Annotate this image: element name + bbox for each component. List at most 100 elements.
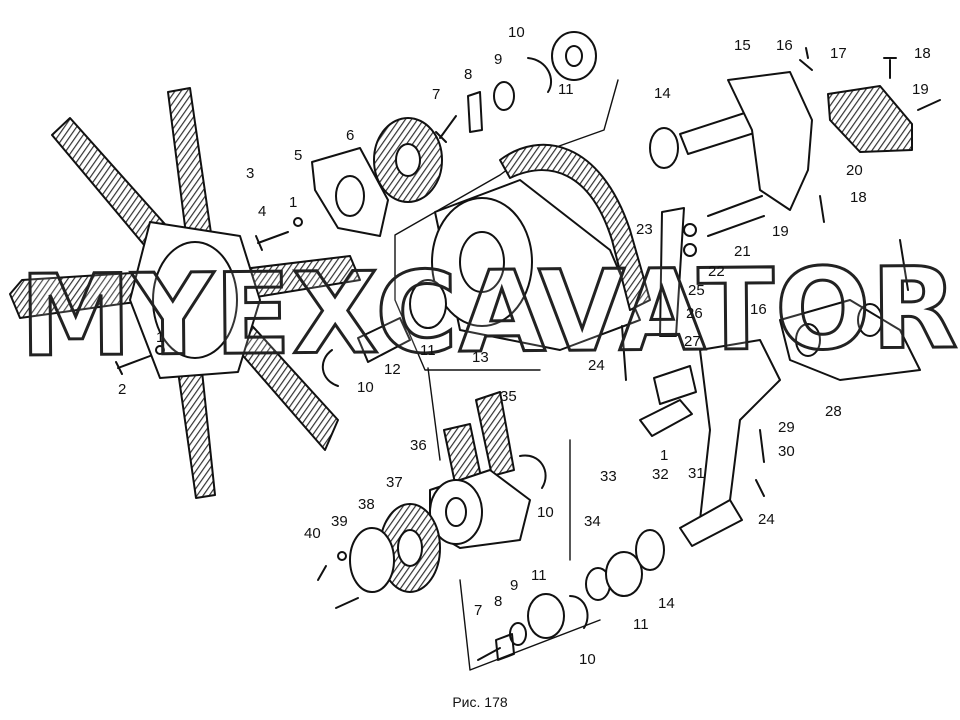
hub-flange-5-boss [335, 175, 365, 217]
callout-22: 22 [708, 263, 725, 280]
lower-left-parts [317, 503, 441, 609]
callout-13: 13 [472, 349, 489, 366]
washer-1-top [293, 217, 303, 227]
bolt-21a [707, 195, 763, 217]
bushing-33 [639, 399, 693, 437]
bracket-28 [779, 299, 921, 381]
pulley-36-hub [429, 479, 483, 545]
hub-flange-parts [311, 31, 597, 237]
callout-26: 26 [686, 305, 703, 322]
bracket-outline-bottom [459, 579, 601, 671]
bolt-19-top [917, 99, 941, 111]
lever-29 [699, 339, 781, 521]
upper-right-parts [649, 47, 941, 211]
callout-14: 14 [658, 595, 675, 612]
fan-bolts [115, 217, 303, 375]
bearing-11-bottom [527, 593, 565, 639]
bolt-4 [255, 231, 289, 251]
callout-11: 11 [420, 342, 436, 359]
seal-14-top [649, 127, 679, 169]
bearing-11-top-inner [565, 45, 583, 67]
callout-12: 12 [384, 361, 401, 378]
callout-25: 25 [688, 282, 705, 299]
pulley-36-bore [445, 497, 467, 527]
bolt-18-mid [819, 195, 825, 223]
shaft-29 [679, 499, 743, 547]
bolt-2 [115, 355, 151, 375]
hub-flange-5 [311, 147, 389, 237]
pulley-flange-bore [459, 231, 505, 293]
bracket-outline-lower [427, 367, 571, 561]
callout-21: 21 [734, 243, 751, 260]
bolt-21b [707, 215, 765, 237]
callout-23: 23 [636, 221, 653, 238]
bearing-11-right [605, 551, 643, 597]
bracket-outline-top [394, 79, 619, 371]
callout-8: 8 [464, 66, 473, 83]
callout-8: 8 [494, 593, 503, 610]
callout-16: 16 [750, 301, 767, 318]
callout-5: 5 [294, 147, 303, 164]
nut-22-top [683, 223, 697, 237]
housing-15 [727, 71, 813, 211]
grease-fitting-24 [621, 325, 627, 381]
bushing-27 [653, 365, 697, 405]
nut-22-bottom [683, 243, 697, 257]
snap-ring-10-lower [519, 454, 547, 489]
pulley-flange [431, 197, 533, 327]
callout-10: 10 [579, 651, 596, 668]
washer-1-bottom [155, 345, 165, 355]
fan-blade-left [9, 271, 151, 319]
fitting-39 [337, 551, 347, 561]
snap-ring-10-bottom [569, 595, 589, 629]
callout-7: 7 [432, 86, 441, 103]
gasket-6-hole [395, 143, 421, 177]
callout-7: 7 [474, 602, 483, 619]
callout-24: 24 [588, 357, 605, 374]
bolt-23 [659, 207, 685, 337]
callout-11: 11 [531, 567, 547, 584]
cover-20 [827, 85, 913, 153]
bearing-11-mid [409, 279, 447, 329]
tension-bolts [659, 195, 909, 337]
callout-1: 1 [660, 447, 669, 464]
callout-2: 2 [118, 381, 127, 398]
callout-10: 10 [537, 504, 554, 521]
callout-19: 19 [912, 81, 929, 98]
callout-1: 1 [289, 194, 298, 211]
callout-20: 20 [846, 162, 863, 179]
callout-27: 27 [684, 333, 701, 350]
callout-36: 36 [410, 437, 427, 454]
bolt-18-top [883, 57, 897, 79]
lock-plate-8-top [467, 91, 483, 133]
bolt-7-top [435, 115, 457, 143]
callout-11: 11 [558, 81, 574, 98]
callout-35: 35 [500, 388, 517, 405]
callout-34: 34 [584, 513, 601, 530]
pulley-housing [431, 143, 651, 351]
bracket-28-eye-right [857, 303, 883, 337]
callout-30: 30 [778, 443, 795, 460]
callout-16: 16 [776, 37, 793, 54]
belt-grooves [499, 143, 651, 311]
callout-1: 1 [156, 329, 165, 346]
callout-9: 9 [510, 577, 519, 594]
callout-9: 9 [494, 51, 503, 68]
callout-32: 32 [652, 466, 669, 483]
callout-10: 10 [357, 379, 374, 396]
bearing-stack-left [322, 279, 447, 387]
tensioner-bracket-parts [621, 299, 921, 547]
callout-11: 11 [633, 616, 649, 633]
callout-19: 19 [772, 223, 789, 240]
figure-caption: Рис. 178 [452, 694, 508, 710]
callout-10: 10 [508, 24, 525, 41]
snap-ring-10-top [527, 57, 553, 93]
callout-24: 24 [758, 511, 775, 528]
callout-15: 15 [734, 37, 751, 54]
callout-31: 31 [688, 465, 705, 482]
bracket-28-eye-left [795, 323, 821, 357]
callout-17: 17 [830, 45, 847, 62]
gasket-37-hole [397, 529, 423, 567]
callout-18: 18 [850, 189, 867, 206]
